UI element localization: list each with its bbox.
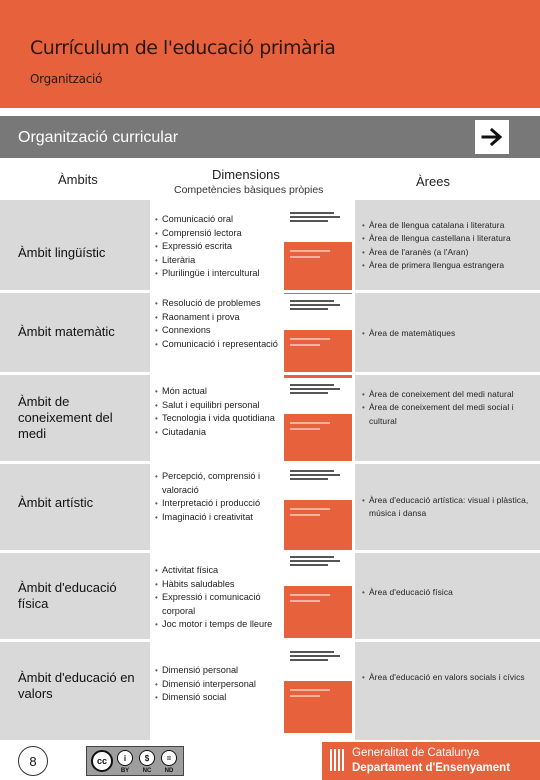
next-button[interactable] [475, 120, 509, 154]
generalitat-logo-icon [330, 749, 346, 771]
dimensions-header: Dimensions [212, 167, 280, 182]
page-subtitle: Organització [30, 72, 103, 86]
area-item: Àrea de primera llengua estrangera [362, 259, 534, 273]
area-item: Àrea d'educació en valors socials i cívi… [362, 671, 534, 685]
row-divider [0, 461, 540, 464]
dimension-item: Dimensió personal [155, 664, 285, 678]
row-divider [0, 372, 540, 375]
creative-commons-by-nc-nd-icon: cc i $ = BY NC ND [86, 746, 184, 776]
dimension-item: Salut i equilibri personal [155, 399, 285, 413]
license-label-nd: ND [164, 768, 174, 774]
area-item: Àrea d'educació física [362, 586, 534, 600]
by-icon: i [117, 750, 133, 766]
ambits-header: Àmbits [58, 172, 98, 187]
areas-list: Àrea de matemàtiques [362, 327, 534, 341]
dimension-item: Joc motor i temps de lleure [155, 618, 285, 632]
area-item: Àrea de coneixement del medi social i cu… [362, 401, 534, 428]
dimension-item: Expressió i comunicació corporal [155, 591, 285, 618]
nd-icon: = [161, 750, 177, 766]
areas-list: Àrea de coneixement del medi naturalÀrea… [362, 388, 534, 428]
document-cover-thumbnail: Competències bàsiques de l'àmbit matemàt… [284, 294, 352, 382]
org-department: Departament d'Ensenyament [352, 762, 511, 774]
document-cover-thumbnail: Competències bàsiques de l'àmbit d'educa… [284, 550, 352, 638]
dimension-item: Món actual [155, 385, 285, 399]
dimension-item: Imaginació i creativitat [155, 511, 285, 525]
header-banner: Currículum de l'educació primària Organi… [0, 0, 540, 108]
ambit-label: Àmbit matemàtic [18, 324, 115, 339]
dimensions-list: Resolució de problemesRaonament i provaC… [155, 297, 285, 351]
areas-list: Àrea d'educació en valors socials i cívi… [362, 671, 534, 685]
document-cover-thumbnail: Competències bàsiques de l'àmbit lingüís… [284, 206, 352, 294]
area-item: Àrea de coneixement del medi natural [362, 388, 534, 402]
area-item: Àrea de l'aranès (a l'Aran) [362, 246, 534, 260]
dimensions-list: Comunicació oralComprensió lectoraExpres… [155, 213, 285, 281]
organization-block: Generalitat de Catalunya Departament d'E… [322, 742, 540, 780]
arees-header: Àrees [416, 174, 450, 189]
ambit-label: Àmbit d'educació en valors [18, 670, 135, 701]
dimensions-list: Activitat físicaHàbits saludablesExpress… [155, 564, 285, 632]
areas-list: Àrea d'educació artística: visual i plàs… [362, 494, 534, 521]
areas-list: Àrea de llengua catalana i literaturaÀre… [362, 219, 534, 273]
section-title: Organització curricular [18, 129, 179, 146]
dimension-item: Resolució de problemes [155, 297, 285, 311]
dimension-item: Tecnologia i vida quotidiana [155, 412, 285, 426]
page-number: 8 [18, 746, 48, 776]
area-item: Àrea de llengua catalana i literatura [362, 219, 534, 233]
row-divider [0, 290, 540, 293]
dimension-item: Activitat física [155, 564, 285, 578]
dimensions-list: Món actualSalut i equilibri personalTecn… [155, 385, 285, 439]
arrow-right-icon [481, 128, 503, 146]
dimension-item: Percepció, comprensió i valoració [155, 470, 285, 497]
document-cover-thumbnail: Competències bàsiques de l'àmbit d'educa… [284, 645, 352, 733]
org-name: Generalitat de Catalunya [352, 747, 480, 759]
dimension-item: Literària [155, 254, 285, 268]
row-divider [0, 639, 540, 642]
ambit-label: Àmbit lingüístic [18, 245, 106, 260]
area-item: Àrea de llengua castellana i literatura [362, 232, 534, 246]
dimension-item: Comprensió lectora [155, 227, 285, 241]
dimension-item: Interpretació i producció [155, 497, 285, 511]
license-label-by: BY [120, 768, 130, 774]
dimension-item: Expressió escrita [155, 240, 285, 254]
dimension-item: Comunicació oral [155, 213, 285, 227]
nc-icon: $ [139, 750, 155, 766]
dimension-item: Dimensió social [155, 691, 285, 705]
ambit-label: Àmbit d'educació física [18, 580, 117, 611]
arees-column [355, 200, 540, 740]
row-divider [0, 550, 540, 553]
dimension-item: Comunicació i representació [155, 338, 285, 352]
dimension-item: Ciutadania [155, 426, 285, 440]
area-item: Àrea de matemàtiques [362, 327, 534, 341]
dimension-item: Dimensió interpersonal [155, 678, 285, 692]
dimension-item: Plurilingüe i intercultural [155, 267, 285, 281]
ambit-label: Àmbit de coneixement del medi [18, 394, 113, 441]
area-item: Àrea d'educació artística: visual i plàs… [362, 494, 534, 521]
license-label-nc: NC [142, 768, 152, 774]
dimension-item: Raonament i prova [155, 311, 285, 325]
dimension-item: Connexions [155, 324, 285, 338]
dimensions-list: Percepció, comprensió i valoracióInterpr… [155, 470, 285, 524]
document-cover-thumbnail: Competències bàsiques de l'àmbit artísti… [284, 464, 352, 552]
footer: 8 cc i $ = BY NC ND Generalitat de Catal… [0, 742, 540, 780]
areas-list: Àrea d'educació física [362, 586, 534, 600]
section-bar: Organització curricular [0, 116, 540, 158]
ambits-column [0, 200, 150, 740]
dimensions-list: Dimensió personalDimensió interpersonalD… [155, 664, 285, 705]
document-cover-thumbnail: Competències bàsiques de l'àmbit de cone… [284, 378, 352, 466]
ambit-label: Àmbit artístic [18, 495, 94, 510]
page-title: Currículum de l'educació primària [30, 37, 336, 59]
dimensions-subheader: Competències bàsiques pròpies [174, 184, 324, 196]
dimension-item: Hàbits saludables [155, 578, 285, 592]
